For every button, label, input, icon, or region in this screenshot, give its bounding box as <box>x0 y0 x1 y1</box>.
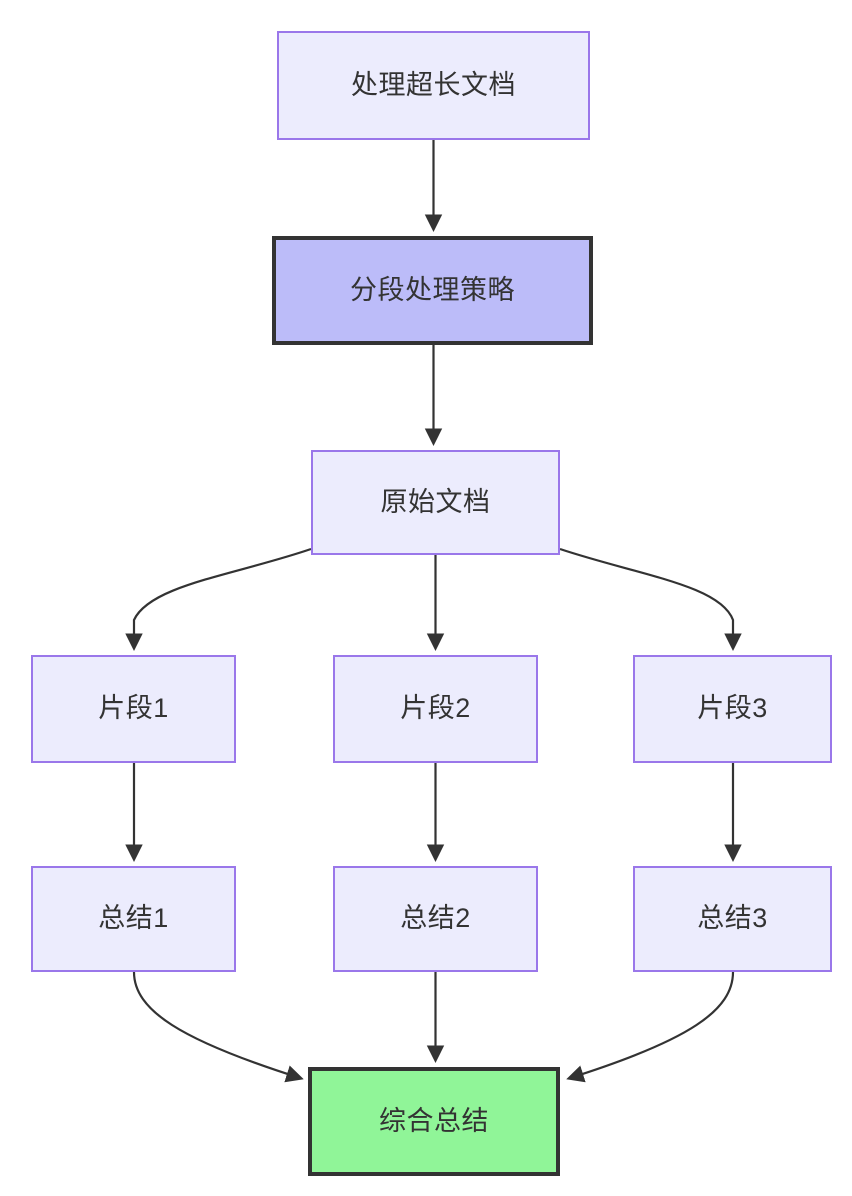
node-doc-label: 处理超长文档 <box>351 69 516 100</box>
node-summary-1[interactable]: 总结1 <box>31 866 236 972</box>
node-doc[interactable]: 处理超长文档 <box>277 31 590 140</box>
node-chunk-3-label: 片段3 <box>697 693 768 724</box>
node-summary-3-label: 总结3 <box>697 903 768 934</box>
node-chunk-1[interactable]: 片段1 <box>31 655 236 763</box>
edge-paths <box>125 140 742 1083</box>
node-final-summary-label: 综合总结 <box>379 1105 489 1136</box>
node-chunk-3[interactable]: 片段3 <box>633 655 832 763</box>
node-chunk-2[interactable]: 片段2 <box>333 655 538 763</box>
node-summary-1-label: 总结1 <box>98 903 169 934</box>
node-source-document[interactable]: 原始文档 <box>311 450 560 555</box>
edge-summary3-final <box>566 971 735 1083</box>
edge-summary1-final <box>132 971 304 1083</box>
edge-source-chunk1 <box>125 547 312 651</box>
node-chunk-2-label: 片段2 <box>400 693 471 724</box>
node-summary-3[interactable]: 总结3 <box>633 866 832 972</box>
node-final-summary[interactable]: 综合总结 <box>308 1067 560 1176</box>
node-chunk-1-label: 片段1 <box>98 693 169 724</box>
edge-source-chunk3 <box>559 547 742 651</box>
node-source-document-label: 原始文档 <box>380 486 491 517</box>
node-strategy[interactable]: 分段处理策略 <box>272 236 593 345</box>
node-strategy-label: 分段处理策略 <box>350 274 515 305</box>
node-summary-2[interactable]: 总结2 <box>333 866 538 972</box>
node-summary-2-label: 总结2 <box>400 903 471 934</box>
